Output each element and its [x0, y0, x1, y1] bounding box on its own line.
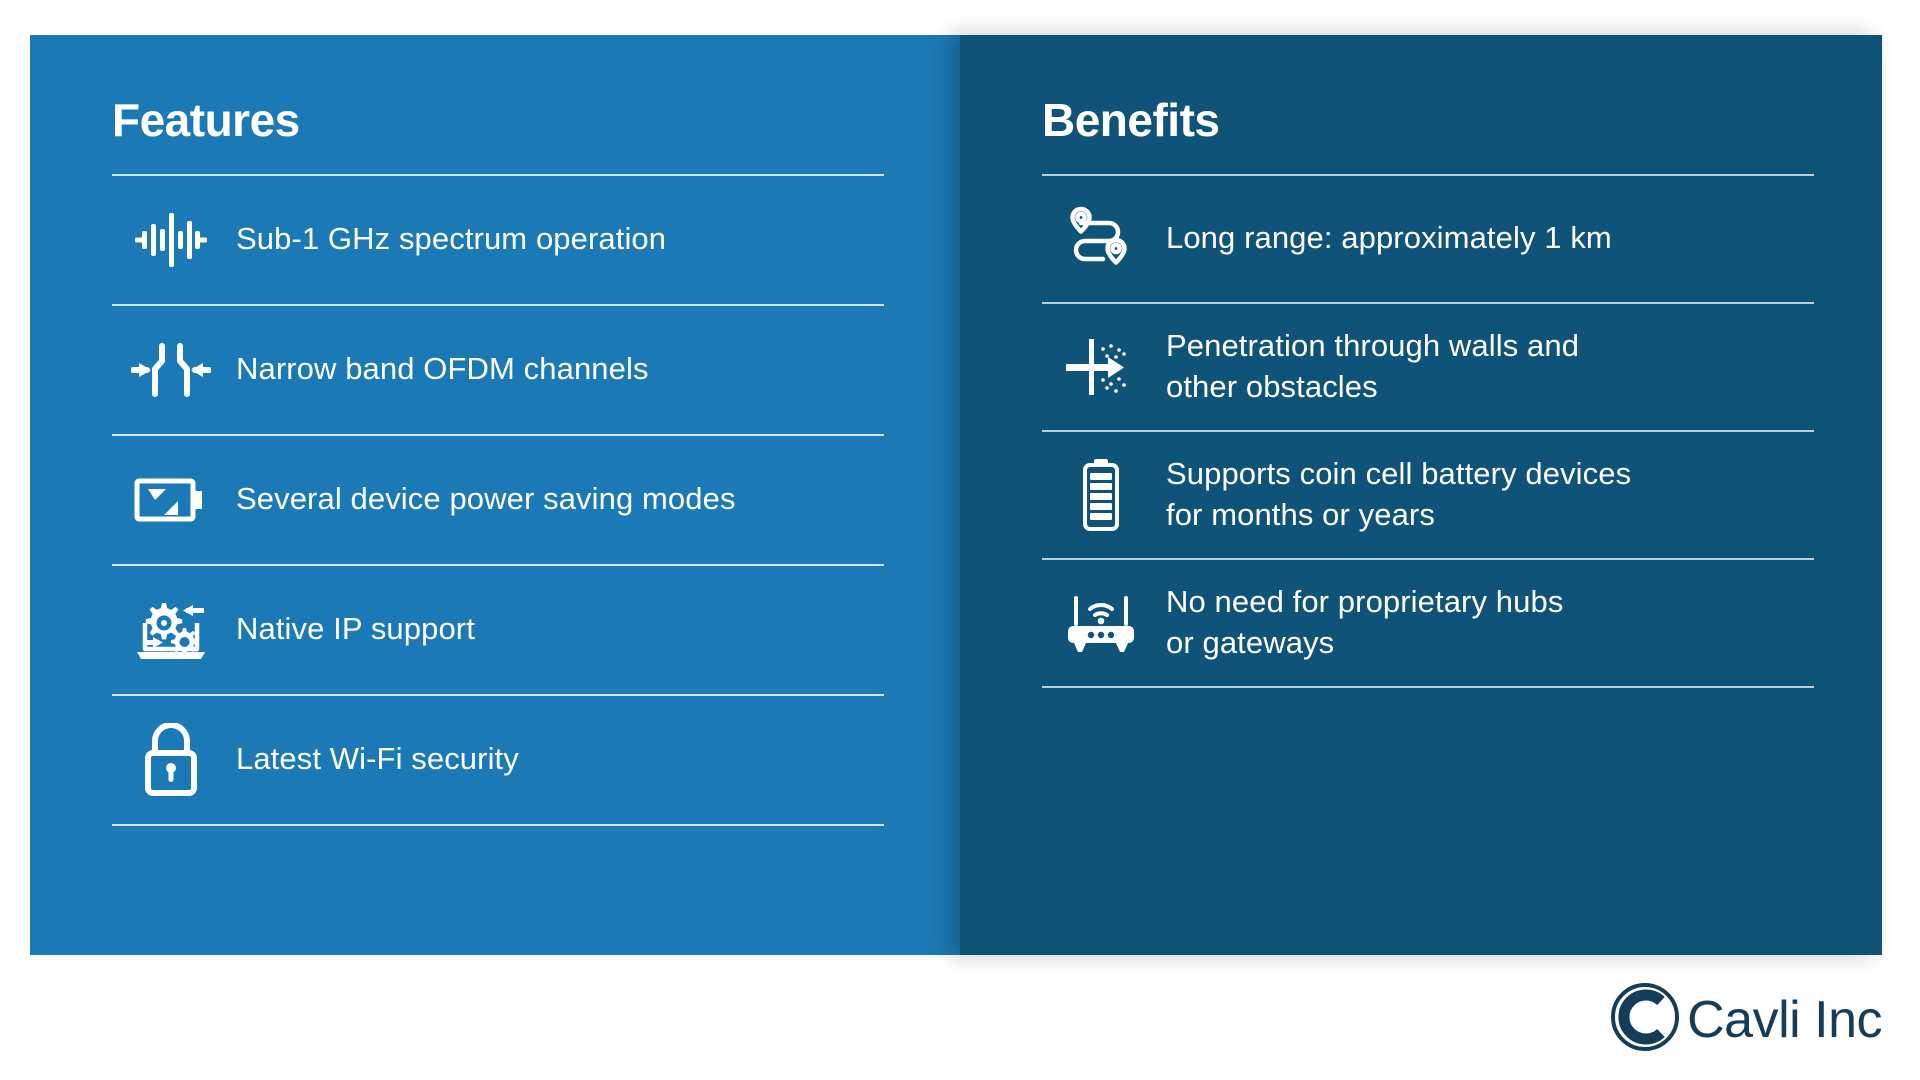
- coin-cell-battery-icon: [1042, 457, 1160, 533]
- list-item[interactable]: Latest Wi-Fi security: [112, 696, 884, 824]
- battery-power-saving-icon: [112, 471, 230, 529]
- list-item[interactable]: Sub-1 GHz spectrum operation: [112, 176, 884, 304]
- features-list: Sub-1 GHz spectrum operation: [112, 173, 884, 826]
- benefits-list: Long range: approximately 1 km: [1042, 173, 1814, 688]
- list-item-label: Sub-1 GHz spectrum operation: [236, 221, 667, 257]
- laptop-gears-icon: [112, 595, 230, 665]
- router-hub-icon: [1042, 590, 1160, 656]
- spectrum-waveform-icon: [112, 209, 230, 271]
- divider: [112, 693, 884, 696]
- divider: [1042, 173, 1814, 176]
- list-item[interactable]: Long range: approximately 1 km: [1042, 176, 1814, 302]
- benefits-panel: Benefits: [960, 35, 1882, 955]
- route-pins-icon: [1042, 203, 1160, 275]
- divider: [112, 823, 884, 826]
- divider: [1042, 557, 1814, 560]
- features-panel-title: Features: [112, 94, 300, 146]
- divider: [112, 433, 884, 436]
- wall-penetration-arrow-icon: [1042, 333, 1160, 401]
- divider: [112, 303, 884, 306]
- list-item-label: Long range: approximately 1 km: [1166, 220, 1612, 256]
- list-item[interactable]: Native IP support: [112, 566, 884, 694]
- divider: [1042, 301, 1814, 304]
- features-panel: Features: [30, 35, 960, 955]
- benefits-panel-title: Benefits: [1042, 94, 1220, 146]
- narrow-band-arrows-icon: [112, 339, 230, 401]
- padlock-icon: [112, 722, 230, 797]
- list-item-label: Narrow band OFDM channels: [236, 351, 649, 387]
- divider: [1042, 429, 1814, 432]
- divider: [112, 563, 884, 566]
- list-item[interactable]: Narrow band OFDM channels: [112, 306, 884, 434]
- list-item-label: Several device power saving modes: [236, 481, 736, 517]
- cavli-logo-text: Cavli Inc: [1687, 990, 1882, 1049]
- panels-container: Features: [30, 35, 1882, 955]
- cavli-logo: Cavli Inc: [1609, 981, 1882, 1058]
- list-item-label: Latest Wi-Fi security: [236, 741, 519, 777]
- list-item[interactable]: Several device power saving modes: [112, 436, 884, 564]
- divider: [1042, 685, 1814, 688]
- cavli-circle-c-icon: [1609, 981, 1681, 1058]
- divider: [112, 173, 884, 176]
- list-item-label: Native IP support: [236, 611, 475, 647]
